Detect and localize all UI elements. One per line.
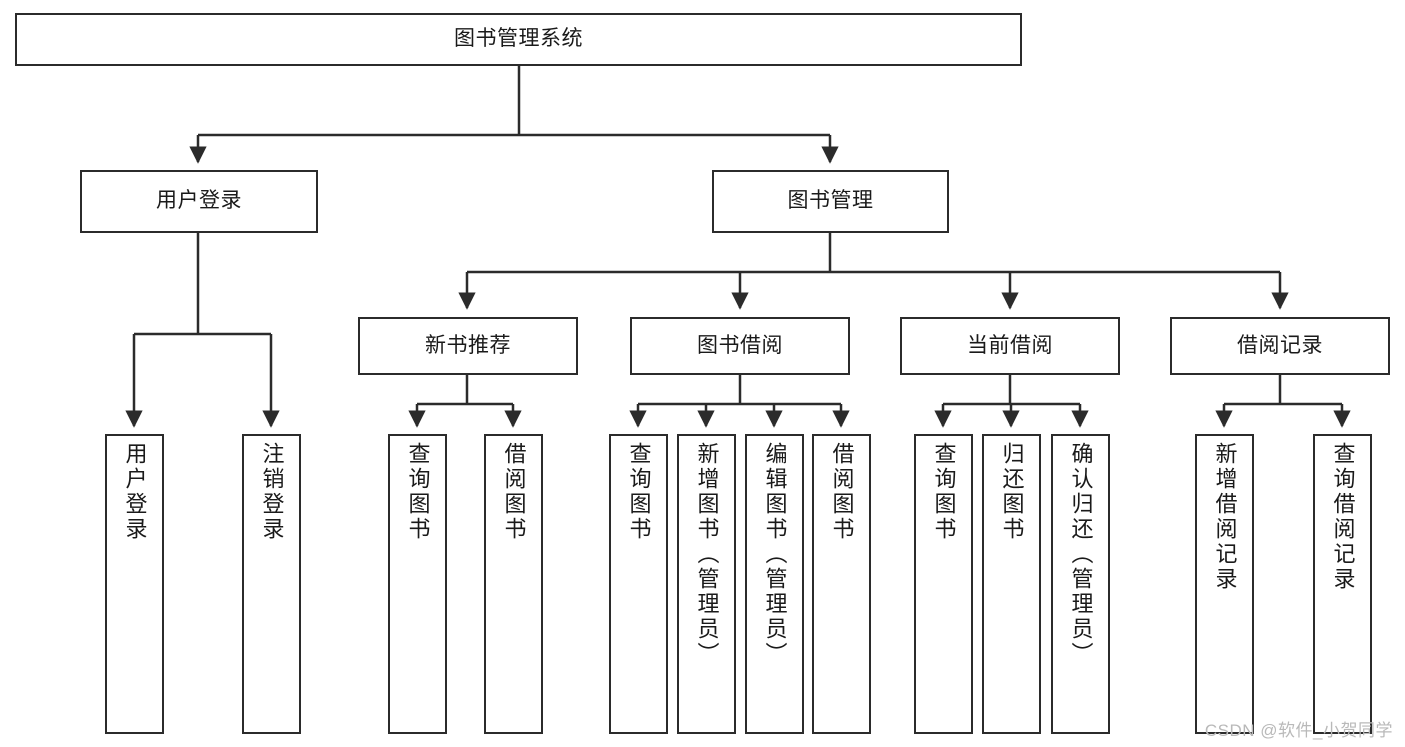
node-leaf-edit-book-label: 编辑图书（管理员） (762, 442, 788, 667)
node-leaf-logout-login-label: 注销登录 (259, 442, 285, 542)
node-leaf-edit-book[interactable]: 编辑图书（管理员） (745, 434, 804, 734)
node-leaf-add-record-label: 新增借阅记录 (1212, 442, 1238, 592)
node-leaf-return-book[interactable]: 归还图书 (982, 434, 1041, 734)
node-user-login-label: 用户登录 (156, 189, 242, 213)
node-leaf-user-login-label: 用户登录 (122, 442, 148, 542)
node-root[interactable]: 图书管理系统 (15, 13, 1022, 66)
node-borrow-record[interactable]: 借阅记录 (1170, 317, 1390, 375)
node-leaf-add-record[interactable]: 新增借阅记录 (1195, 434, 1254, 734)
node-leaf-query-book-1-label: 查询图书 (405, 442, 431, 542)
node-current-borrow-label: 当前借阅 (967, 333, 1053, 357)
node-leaf-return-book-label: 归还图书 (999, 442, 1025, 542)
node-leaf-borrow-book-1[interactable]: 借阅图书 (484, 434, 543, 734)
node-leaf-confirm-return[interactable]: 确认归还（管理员） (1051, 434, 1110, 734)
node-current-borrow[interactable]: 当前借阅 (900, 317, 1120, 375)
node-leaf-query-record-label: 查询借阅记录 (1330, 442, 1356, 592)
node-book-borrow-label: 图书借阅 (697, 333, 783, 357)
node-leaf-user-login[interactable]: 用户登录 (105, 434, 164, 734)
node-leaf-query-record[interactable]: 查询借阅记录 (1313, 434, 1372, 734)
node-borrow-record-label: 借阅记录 (1237, 333, 1323, 357)
node-leaf-confirm-return-label: 确认归还（管理员） (1068, 442, 1094, 667)
node-leaf-query-book-2-label: 查询图书 (626, 442, 652, 542)
node-leaf-query-book-3[interactable]: 查询图书 (914, 434, 973, 734)
watermark: CSDN @软件_小贺同学 (1204, 721, 1393, 740)
node-leaf-borrow-book-2-label: 借阅图书 (829, 442, 855, 542)
node-root-label: 图书管理系统 (454, 27, 583, 51)
node-leaf-logout-login[interactable]: 注销登录 (242, 434, 301, 734)
node-leaf-borrow-book-1-label: 借阅图书 (501, 442, 527, 542)
node-leaf-borrow-book-2[interactable]: 借阅图书 (812, 434, 871, 734)
node-leaf-query-book-2[interactable]: 查询图书 (609, 434, 668, 734)
node-book-borrow[interactable]: 图书借阅 (630, 317, 850, 375)
node-new-book-recommend[interactable]: 新书推荐 (358, 317, 578, 375)
node-leaf-query-book-3-label: 查询图书 (931, 442, 957, 542)
node-leaf-add-book-label: 新增图书（管理员） (694, 442, 720, 667)
node-book-manage-label: 图书管理 (787, 189, 874, 213)
node-book-manage[interactable]: 图书管理 (712, 170, 949, 233)
node-new-book-recommend-label: 新书推荐 (425, 333, 511, 357)
node-leaf-add-book[interactable]: 新增图书（管理员） (677, 434, 736, 734)
node-leaf-query-book-1[interactable]: 查询图书 (388, 434, 447, 734)
node-user-login[interactable]: 用户登录 (80, 170, 318, 233)
